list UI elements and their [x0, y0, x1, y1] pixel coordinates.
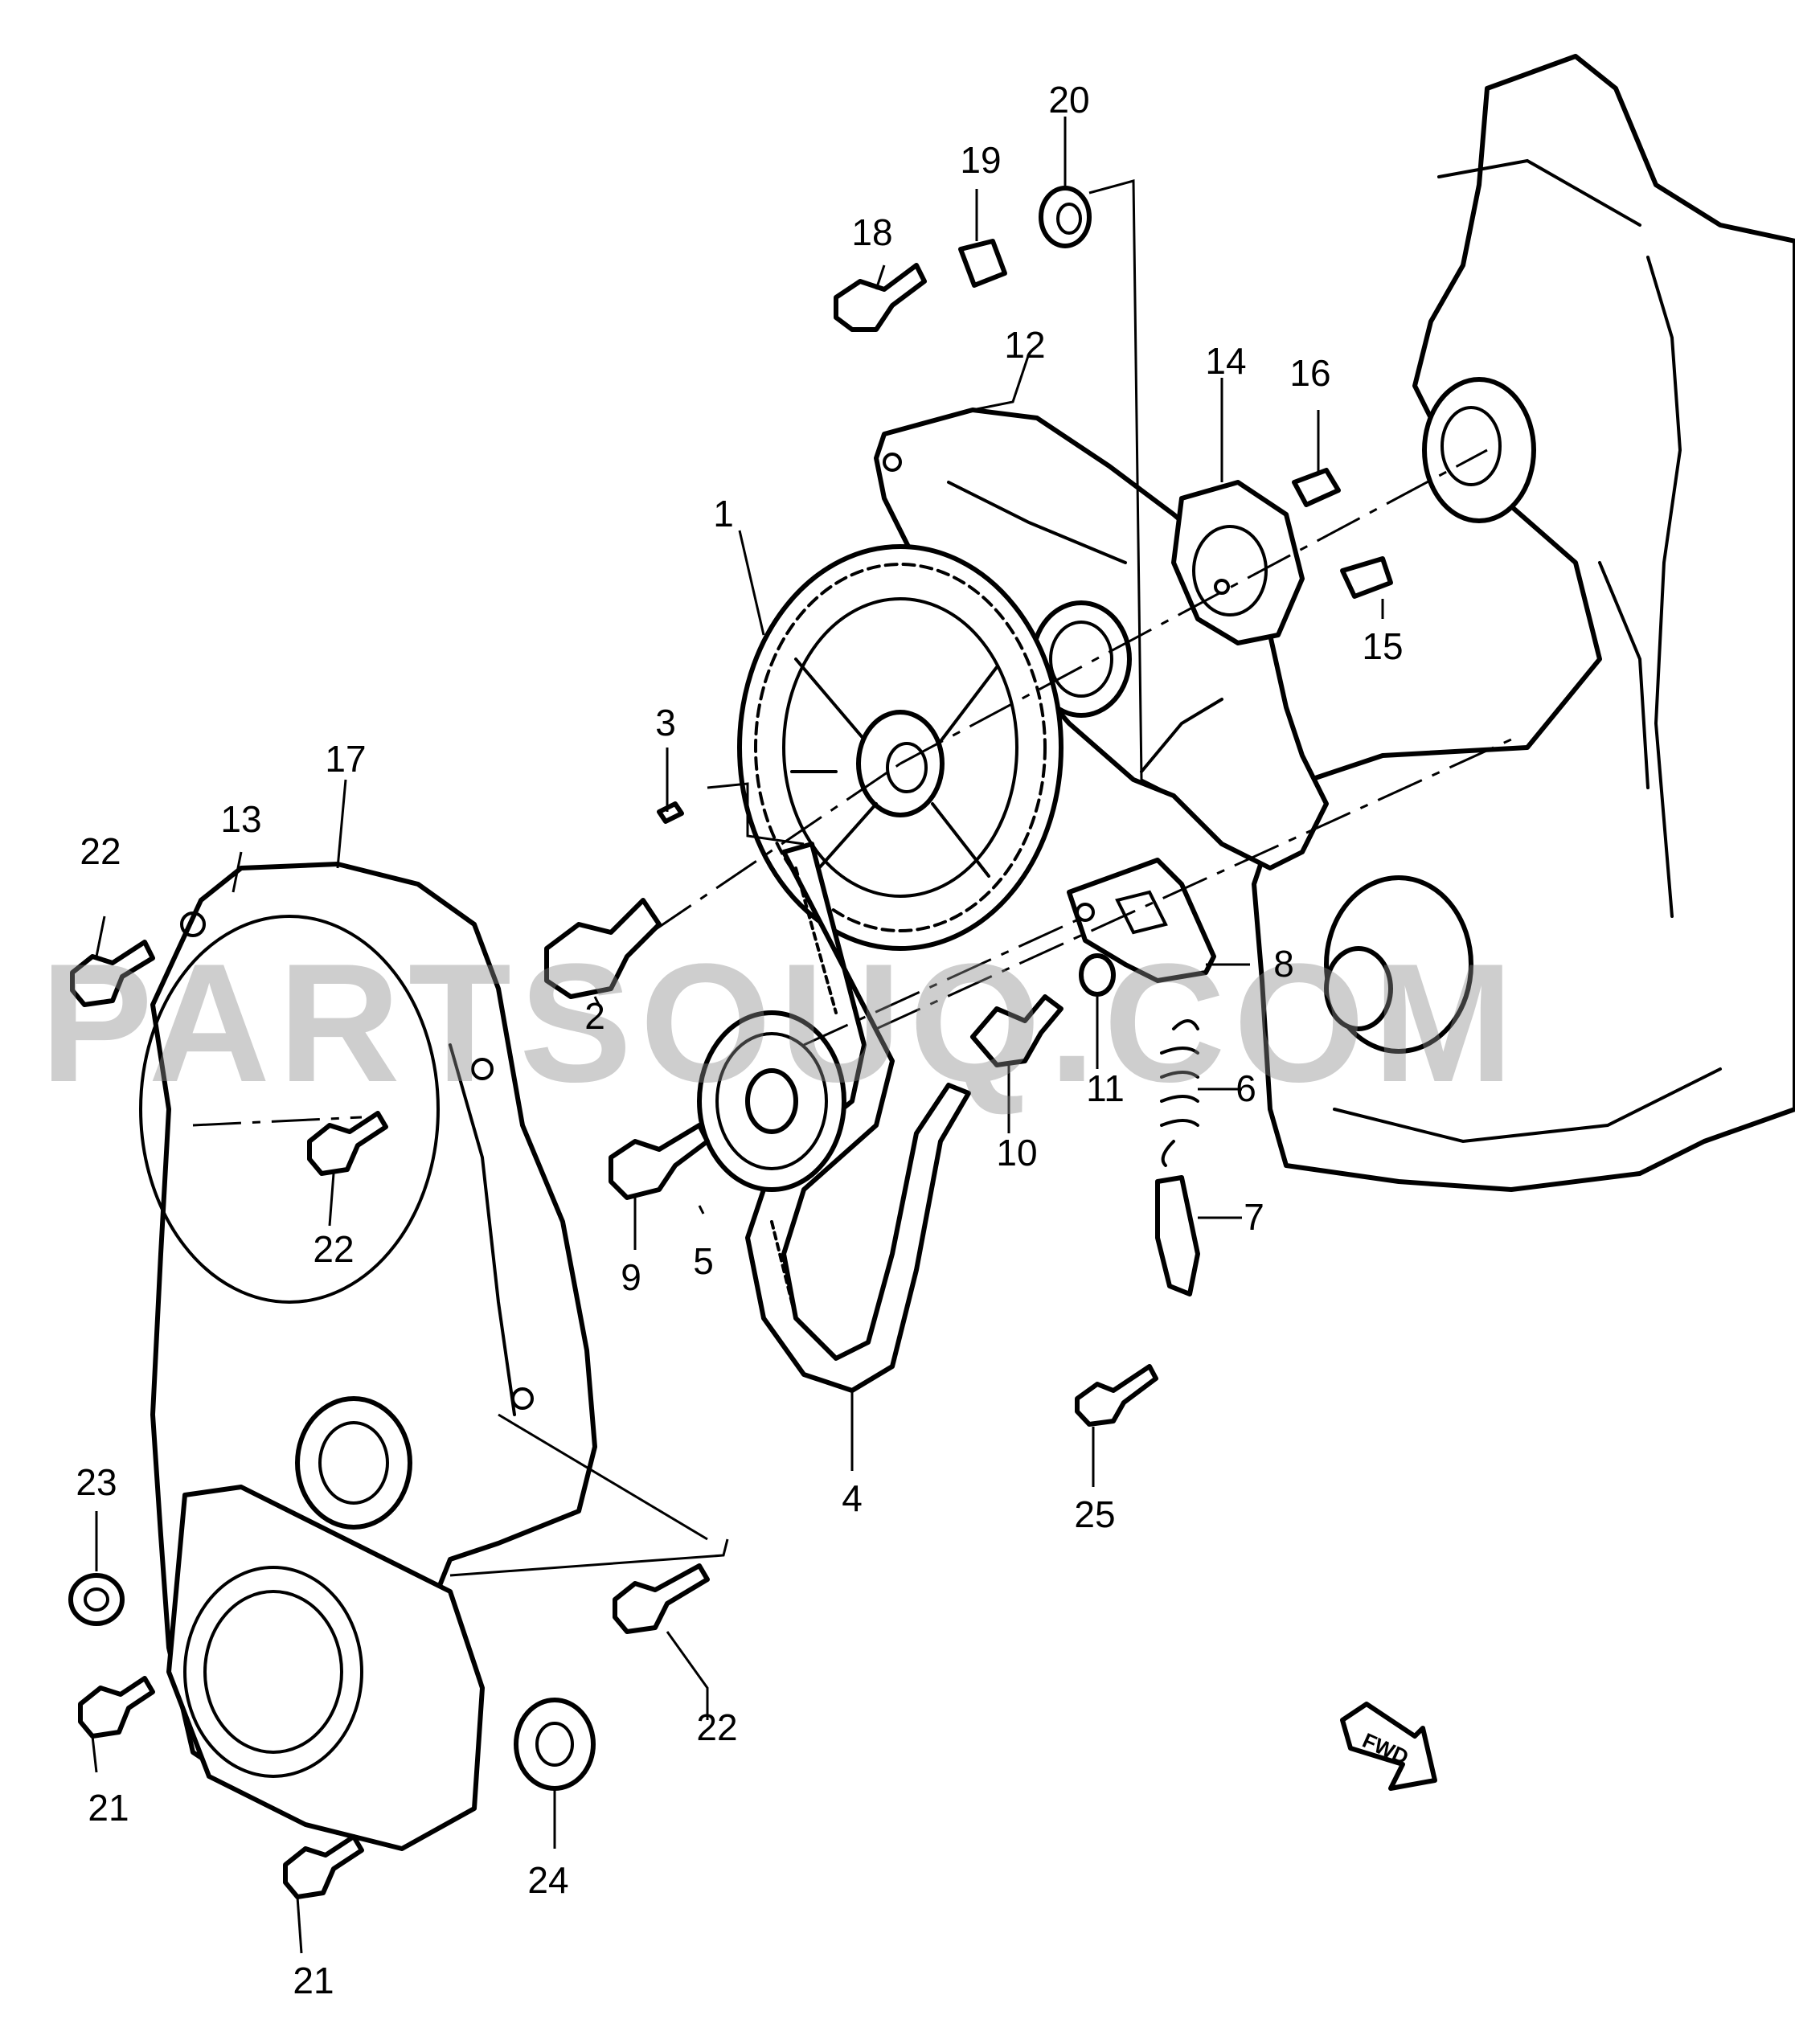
spring-clip — [1155, 1175, 1200, 1296]
callout-labels: 1 2 3 4 5 6 7 8 9 10 11 12 13 14 15 16 1… — [76, 79, 1403, 2001]
lower-timing-cover — [166, 1396, 485, 1851]
bolt-22-lower — [613, 1563, 710, 1634]
seal-plate — [1171, 480, 1305, 645]
callout-label: 17 — [325, 738, 366, 780]
callout-label: 2 — [584, 995, 605, 1037]
engine-block — [1252, 54, 1795, 1192]
callout-label: 11 — [1086, 1067, 1125, 1109]
clip-15 — [1340, 556, 1393, 599]
callout-label: 18 — [851, 211, 892, 253]
camshaft-pulley — [737, 544, 1063, 951]
callout-label: 12 — [1004, 324, 1045, 366]
callout-label: 10 — [996, 1132, 1037, 1174]
bolt-22-top — [70, 940, 155, 1007]
callout-label: 14 — [1205, 340, 1246, 382]
bolt-21-upper — [78, 1676, 155, 1739]
callout-label: 24 — [527, 1859, 568, 1901]
key-3 — [657, 801, 684, 824]
callout-label: 16 — [1289, 352, 1330, 394]
callout-label: 22 — [696, 1706, 737, 1748]
bolt-22-mid — [307, 1111, 388, 1176]
callout-label: 21 — [293, 1960, 334, 2001]
forward-direction-arrow: FWD — [1340, 1702, 1437, 1791]
nut-23 — [68, 1573, 125, 1626]
callout-label: 9 — [621, 1256, 641, 1298]
callout-label: 13 — [220, 798, 261, 840]
callout-label: 15 — [1362, 625, 1403, 667]
stud — [970, 994, 1063, 1067]
bolt-25 — [1075, 1364, 1158, 1427]
callout-label: 3 — [655, 702, 676, 743]
washer — [1079, 953, 1116, 997]
grommet-24 — [514, 1698, 596, 1791]
clip-16 — [1292, 468, 1341, 507]
callout-label: 6 — [1236, 1067, 1256, 1109]
callout-label: 22 — [313, 1228, 354, 1270]
callout-label: 22 — [80, 830, 121, 872]
callout-label: 20 — [1048, 79, 1089, 121]
bolt-2 — [544, 898, 662, 999]
spacer-19 — [958, 239, 1007, 288]
center-lines — [192, 449, 1512, 1127]
tensioner-spring — [1160, 1019, 1199, 1167]
bolt-9 — [609, 1123, 710, 1200]
callout-label: 23 — [76, 1461, 117, 1503]
callout-label: 5 — [693, 1240, 714, 1282]
bolt-18 — [834, 263, 927, 332]
tensioner-pulley — [697, 1010, 846, 1192]
bolt-21-lower — [283, 1834, 364, 1899]
callout-label: 1 — [713, 493, 734, 535]
callout-label: 7 — [1244, 1196, 1264, 1238]
callout-label: 19 — [960, 139, 1001, 181]
callout-label: 25 — [1074, 1493, 1115, 1535]
grommet-20 — [1039, 186, 1092, 248]
leader-lines — [91, 117, 1384, 1954]
callout-label: 4 — [842, 1477, 863, 1519]
watermark: PARTSOUQ.COM — [40, 928, 1522, 1117]
callout-label: 21 — [88, 1787, 129, 1829]
callout-label: 8 — [1273, 943, 1294, 985]
